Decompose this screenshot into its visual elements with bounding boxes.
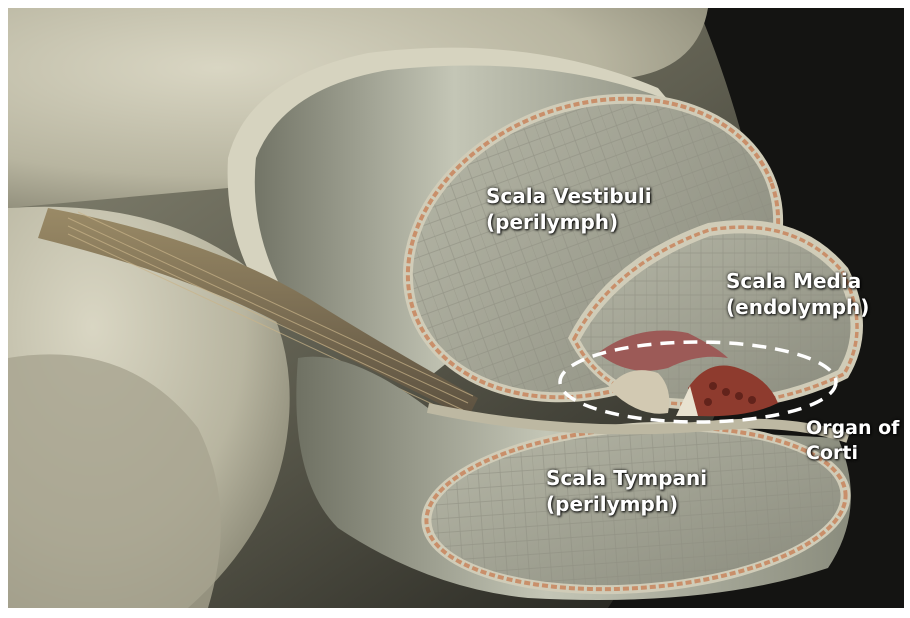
label-scala-vestibuli-line1: Scala Vestibuli [486, 183, 652, 209]
label-scala-vestibuli-line2: (perilymph) [486, 209, 652, 235]
label-scala-vestibuli: Scala Vestibuli (perilymph) [486, 183, 652, 235]
label-scala-tympani-line1: Scala Tympani [546, 465, 707, 491]
label-organ-of-corti-line2: Corti [806, 441, 899, 466]
label-scala-tympani-line2: (perilymph) [546, 491, 707, 517]
label-organ-of-corti: Organ of Corti [806, 416, 899, 466]
label-scala-media-line2: (endolymph) [726, 294, 869, 320]
label-scala-media-line1: Scala Media [726, 268, 869, 294]
label-scala-media: Scala Media (endolymph) [726, 268, 869, 320]
label-scala-tympani: Scala Tympani (perilymph) [546, 465, 707, 517]
label-organ-of-corti-line1: Organ of [806, 416, 899, 441]
